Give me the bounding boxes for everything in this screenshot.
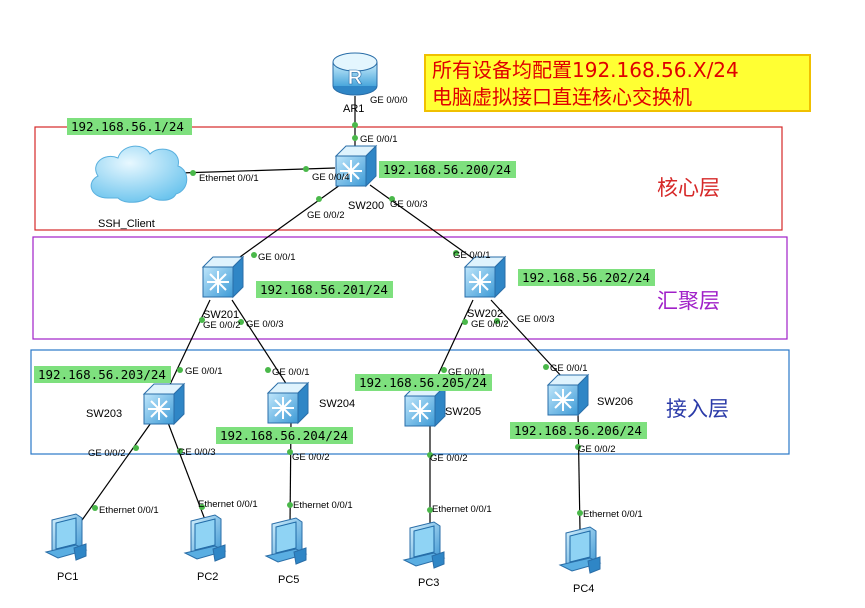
port-sw203-ge002: GE 0/0/2: [88, 448, 126, 459]
port-sw202-ge003: GE 0/0/3: [517, 314, 555, 325]
pc4-icon[interactable]: [559, 526, 601, 574]
switch-sw202-icon[interactable]: [464, 256, 506, 298]
port-sw200-ge003: GE 0/0/3: [390, 199, 428, 210]
port-sw204-ge002: GE 0/0/2: [292, 452, 330, 463]
port-sw204-ge001: GE 0/0/1: [272, 367, 310, 378]
link-sw203-pc1: [74, 419, 154, 531]
link-sw200-sw202: [369, 184, 479, 263]
port-sw202-ge001: GE 0/0/1: [453, 250, 491, 261]
device-label-pc5: PC5: [278, 574, 299, 586]
ip-sw202: 192.168.56.202/24: [522, 270, 650, 285]
device-label-sw202: SW202: [467, 308, 503, 320]
port-sw205-ge002: GE 0/0/2: [430, 453, 468, 464]
access-layer-title: 接入层: [666, 397, 729, 421]
port-pc4-eth: Ethernet 0/0/1: [583, 509, 643, 520]
switch-sw205-icon[interactable]: [404, 385, 446, 427]
distribution-layer-title: 汇聚层: [657, 289, 720, 313]
router-icon[interactable]: R: [332, 52, 378, 96]
link-sw200-sw201: [232, 184, 341, 263]
port-sw203-ge001: GE 0/0/1: [185, 366, 223, 377]
distribution-layer-box: [32, 236, 788, 340]
link-cloud-sw200: [179, 167, 336, 174]
pc1-icon[interactable]: [45, 513, 87, 561]
port-pc1-eth: Ethernet 0/0/1: [99, 505, 159, 516]
port-sw206-ge002: GE 0/0/2: [578, 444, 616, 455]
port-sw200-ge001: GE 0/0/1: [360, 134, 398, 145]
link-sw201-sw203: [164, 299, 211, 396]
config-note-line1: 所有设备均配置192.168.56.X/24: [432, 58, 739, 82]
ip-label-backgrounds: [34, 118, 655, 444]
port-pc5-eth: Ethernet 0/0/1: [293, 500, 353, 511]
ip-sw203: 192.168.56.203/24: [38, 367, 166, 382]
port-sw202-ge002: GE 0/0/2: [471, 319, 509, 330]
access-layer-box: [30, 349, 790, 455]
device-label-sw203: SW203: [86, 408, 122, 420]
port-sw200-ge002: GE 0/0/2: [307, 210, 345, 221]
core-layer-title: 核心层: [657, 176, 720, 200]
svg-text:R: R: [348, 67, 363, 89]
device-label-pc3: PC3: [418, 577, 439, 589]
ip-sw205: 192.168.56.205/24: [359, 375, 487, 390]
device-label-sw201: SW201: [203, 309, 239, 321]
port-sw201-ge002: GE 0/0/2: [203, 320, 241, 331]
port-cloud-eth001: Ethernet 0/0/1: [199, 173, 259, 184]
pc3-icon[interactable]: [403, 521, 445, 569]
ip-client: 192.168.56.1/24: [71, 119, 184, 134]
device-label-pc4: PC4: [573, 583, 594, 595]
device-label-sw200: SW200: [348, 200, 384, 212]
device-label-cloud: SSH_Client: [98, 218, 155, 230]
switch-sw203-icon[interactable]: [143, 383, 185, 425]
ip-sw204: 192.168.56.204/24: [220, 428, 348, 443]
switch-sw206-icon[interactable]: [547, 374, 589, 416]
core-layer-box: [34, 126, 783, 231]
device-label-pc1: PC1: [57, 571, 78, 583]
device-label-pc2: PC2: [197, 571, 218, 583]
port-sw203-ge003: GE 0/0/3: [178, 447, 216, 458]
device-label-sw204: SW204: [319, 398, 355, 410]
pc5-icon[interactable]: [265, 517, 307, 565]
link-sw202-sw206: [490, 299, 564, 379]
port-sw206-ge001: GE 0/0/1: [550, 363, 588, 374]
port-ar1-ge000: GE 0/0/0: [370, 95, 408, 106]
switch-sw204-icon[interactable]: [267, 382, 309, 424]
port-sw205-ge001: GE 0/0/1: [448, 367, 486, 378]
port-pc3-eth: Ethernet 0/0/1: [432, 504, 492, 515]
device-label-sw206: SW206: [597, 396, 633, 408]
ip-sw206: 192.168.56.206/24: [514, 423, 642, 438]
device-label-ar1: AR1: [343, 103, 364, 115]
switch-sw201-icon[interactable]: [202, 256, 244, 298]
config-note-line2: 电脑虚拟接口直连核心交换机: [432, 85, 692, 109]
port-dots: [92, 122, 583, 516]
ip-sw200: 192.168.56.200/24: [383, 162, 511, 177]
config-note: 所有设备均配置192.168.56.X/24 电脑虚拟接口直连核心交换机: [424, 54, 811, 112]
port-pc2-eth: Ethernet 0/0/1: [198, 499, 258, 510]
cloud-icon[interactable]: [90, 145, 188, 203]
pc2-icon[interactable]: [184, 514, 226, 562]
ip-sw201: 192.168.56.201/24: [260, 282, 388, 297]
port-sw201-ge001: GE 0/0/1: [258, 252, 296, 263]
port-sw201-ge003: GE 0/0/3: [246, 319, 284, 330]
link-sw201-sw204: [231, 299, 288, 386]
port-sw200-ge004: GE 0/0/4: [312, 172, 350, 183]
device-label-sw205: SW205: [445, 406, 481, 418]
